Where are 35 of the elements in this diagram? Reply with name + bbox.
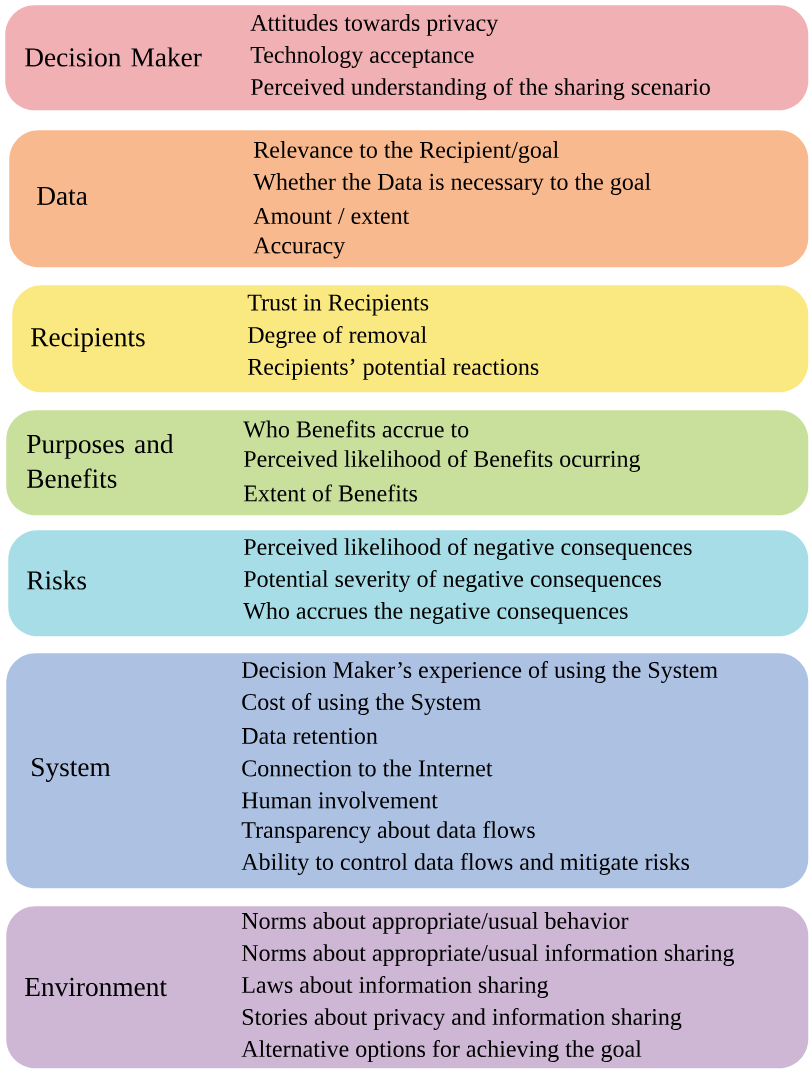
factor-item: Decision Maker’s experience of using the System — [241, 660, 718, 684]
factor-item: Amount / extent — [253, 207, 410, 225]
factor-item: Cost of using the System — [242, 692, 481, 716]
category-label: Purposes and Benefits — [27, 434, 174, 488]
factor-item: Attitudes towards privacy — [250, 14, 499, 36]
factor-item: Alternative options for achieving the goal — [241, 1039, 642, 1063]
category-label: Decision Maker — [25, 47, 202, 67]
factor-item: Who accrues the negative consequences — [243, 602, 628, 624]
category-label: System — [32, 758, 111, 782]
factor-item: Potential severity of negative consequences — [243, 569, 661, 593]
factor-item: Norms about appropriate/usual behavior — [241, 912, 629, 934]
category-label: Data — [37, 186, 88, 206]
factor-item: Transparency about data flows — [241, 820, 535, 844]
factor-item: Recipients’ potential reactions — [247, 358, 539, 380]
factor-item: Technology acceptance — [250, 46, 474, 68]
factor-item: Stories about privacy and information sharing — [242, 1007, 682, 1031]
factor-item: Data retention — [241, 727, 378, 745]
category-label: Risks — [27, 570, 87, 590]
factor-item: Trust in Recipients — [247, 294, 429, 316]
category-label: Recipients — [31, 328, 145, 352]
factor-item: Norms about appropriate/usual information sharing — [241, 943, 735, 967]
factor-item: Laws about information sharing — [241, 975, 549, 999]
factor-item: Perceived understanding of the sharing scenario — [250, 77, 710, 101]
factor-item: Relevance to the Recipient/goal — [253, 141, 559, 163]
factor-item: Perceived likelihood of negative consequences — [243, 537, 692, 561]
category-label: Environment — [25, 977, 167, 997]
factor-item: Degree of removal — [247, 325, 427, 349]
factor-item: Connection to the Internet — [242, 759, 493, 777]
factor-item: Extent of Benefits — [243, 484, 418, 502]
factor-item: Human involvement — [241, 791, 438, 809]
factor-item: Accuracy — [253, 237, 346, 259]
factor-item: Ability to control data flows and mitigate risks — [241, 852, 690, 876]
factor-item: Perceived likelihood of Benefits ocurring — [243, 449, 641, 473]
factor-item: Who Benefits accrue to — [243, 420, 469, 438]
factor-item: Whether the Data is necessary to the goal — [253, 173, 651, 195]
